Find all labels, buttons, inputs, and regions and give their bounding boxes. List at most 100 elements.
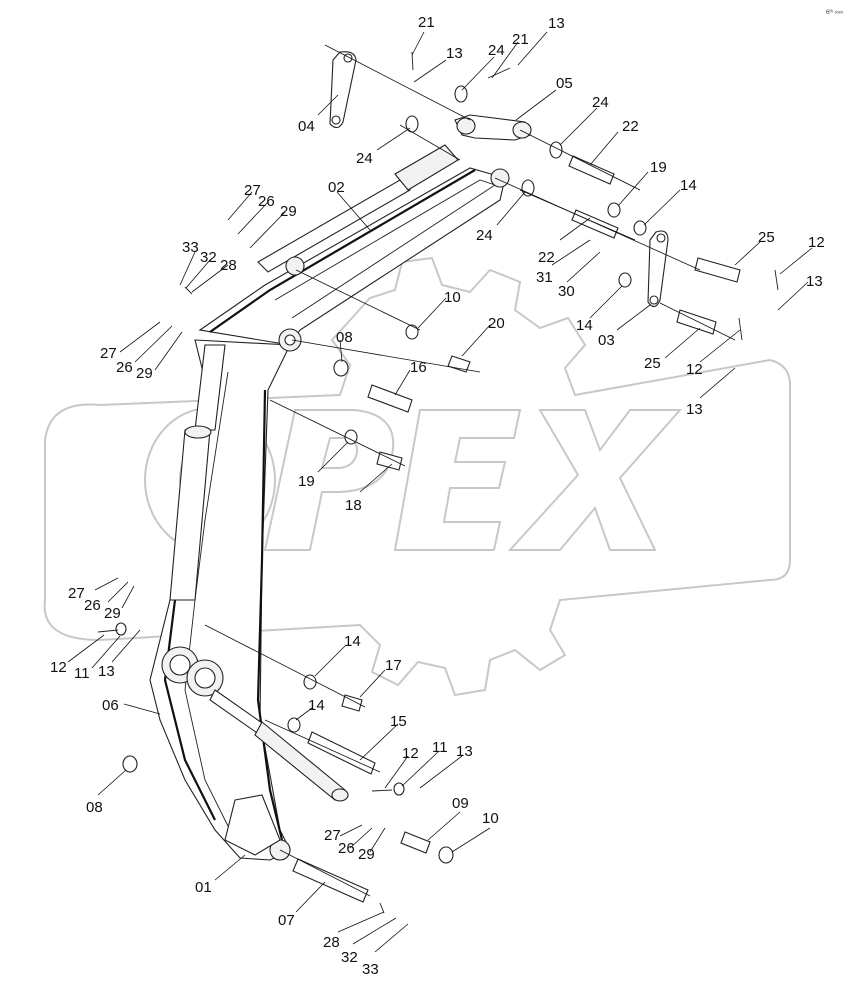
label-08b: 08 bbox=[86, 799, 103, 816]
leader-27b bbox=[119, 321, 161, 353]
label-02: 02 bbox=[328, 179, 345, 196]
label-21a: 21 bbox=[418, 14, 435, 31]
boom-lower-edge-right bbox=[256, 389, 284, 841]
leader-10b bbox=[451, 827, 491, 853]
washer-24a bbox=[454, 85, 468, 103]
label-27a: 27 bbox=[244, 182, 261, 199]
leader-27a bbox=[227, 191, 253, 221]
leader-08b bbox=[97, 769, 127, 796]
boom-foot-bracket bbox=[224, 794, 281, 856]
hardware bbox=[97, 51, 779, 914]
leader-26b bbox=[134, 325, 173, 363]
leader-13c bbox=[777, 281, 809, 311]
pin-20 bbox=[447, 355, 471, 373]
leader-25a bbox=[734, 241, 761, 266]
h-link-05-boss-right bbox=[512, 121, 532, 139]
washer-10b bbox=[438, 846, 454, 864]
axis-h05-right bbox=[519, 129, 641, 191]
pin-22b bbox=[571, 209, 619, 239]
link-04 bbox=[329, 51, 357, 129]
label-26d: 26 bbox=[338, 840, 355, 857]
corner-mark: 6ᵗʰ ∞∞ bbox=[826, 9, 843, 16]
label-27c: 27 bbox=[68, 585, 85, 602]
label-14d: 14 bbox=[308, 697, 325, 714]
leader-32a bbox=[185, 259, 211, 289]
h-link-05-boss-left bbox=[456, 117, 476, 135]
boom-upper-edge bbox=[209, 169, 476, 333]
arm-tip-eye bbox=[490, 168, 510, 188]
leader-28a bbox=[191, 264, 229, 293]
label-32b: 32 bbox=[341, 949, 358, 966]
boom-upper-seam bbox=[274, 179, 497, 319]
link-03-hole-top bbox=[656, 233, 666, 243]
label-21b: 21 bbox=[512, 31, 529, 48]
leader-01 bbox=[214, 854, 246, 881]
pin-25a bbox=[694, 257, 741, 283]
leader-07 bbox=[295, 881, 326, 913]
washer-14b bbox=[618, 272, 632, 288]
label-20: 20 bbox=[488, 315, 505, 332]
leader-12b bbox=[699, 329, 741, 363]
label-33a: 33 bbox=[182, 239, 199, 256]
label-19b: 19 bbox=[298, 473, 315, 490]
leader-15 bbox=[359, 723, 399, 761]
bolt-28a bbox=[379, 902, 385, 914]
pin-25b bbox=[676, 309, 717, 335]
label-15: 15 bbox=[390, 713, 407, 730]
label-18: 18 bbox=[345, 497, 362, 514]
washer-08b bbox=[122, 755, 138, 773]
pin-15 bbox=[307, 731, 376, 775]
leader-22b bbox=[559, 217, 591, 241]
label-11a: 11 bbox=[74, 665, 90, 682]
leader-29d bbox=[369, 827, 386, 853]
leader-14a bbox=[643, 189, 681, 226]
axis-pin22b bbox=[519, 189, 636, 241]
leader-02 bbox=[336, 191, 371, 231]
label-13d: 13 bbox=[686, 401, 703, 418]
leader-13f bbox=[419, 755, 463, 789]
label-12c: 12 bbox=[50, 659, 67, 676]
label-27d: 27 bbox=[324, 827, 341, 844]
bolt-12c bbox=[97, 629, 119, 633]
leader-12d bbox=[384, 755, 409, 789]
label-13c: 13 bbox=[806, 273, 823, 290]
leader-27d bbox=[339, 824, 363, 837]
leader-27c bbox=[94, 577, 119, 591]
label-22b: 22 bbox=[538, 249, 555, 266]
label-33b: 33 bbox=[362, 961, 379, 978]
leader-21a bbox=[411, 31, 425, 56]
bolt-28b bbox=[184, 286, 193, 295]
links bbox=[329, 51, 669, 308]
leader-04 bbox=[317, 94, 339, 116]
washer-19a bbox=[607, 202, 621, 218]
leader-13b bbox=[517, 31, 548, 66]
label-29d: 29 bbox=[358, 846, 375, 863]
label-14a: 14 bbox=[680, 177, 697, 194]
label-27b: 27 bbox=[100, 345, 117, 362]
label-12a: 12 bbox=[808, 234, 825, 251]
leader-lines bbox=[67, 31, 813, 953]
label-32a: 32 bbox=[200, 249, 217, 266]
label-14c: 14 bbox=[344, 633, 361, 650]
leader-24d bbox=[496, 191, 526, 226]
leader-11b bbox=[401, 751, 439, 787]
leader-17 bbox=[359, 669, 386, 698]
leader-14b bbox=[589, 285, 623, 319]
label-31: 31 bbox=[536, 269, 553, 286]
axis-pin25b bbox=[659, 302, 736, 341]
label-16: 16 bbox=[410, 359, 427, 376]
leader-14c bbox=[314, 645, 346, 677]
leader-32b bbox=[352, 917, 397, 945]
boom-cylinder-barrel bbox=[394, 144, 459, 191]
leader-18 bbox=[359, 463, 393, 493]
label-10a: 10 bbox=[444, 289, 461, 306]
label-30: 30 bbox=[558, 283, 575, 300]
label-13b: 13 bbox=[548, 15, 565, 32]
pin-16 bbox=[367, 384, 413, 413]
leader-26d bbox=[349, 827, 373, 849]
bolt-12a bbox=[774, 269, 779, 291]
leader-24a bbox=[461, 56, 495, 91]
label-08a: 08 bbox=[336, 329, 353, 346]
watermark-logo bbox=[43, 256, 791, 697]
